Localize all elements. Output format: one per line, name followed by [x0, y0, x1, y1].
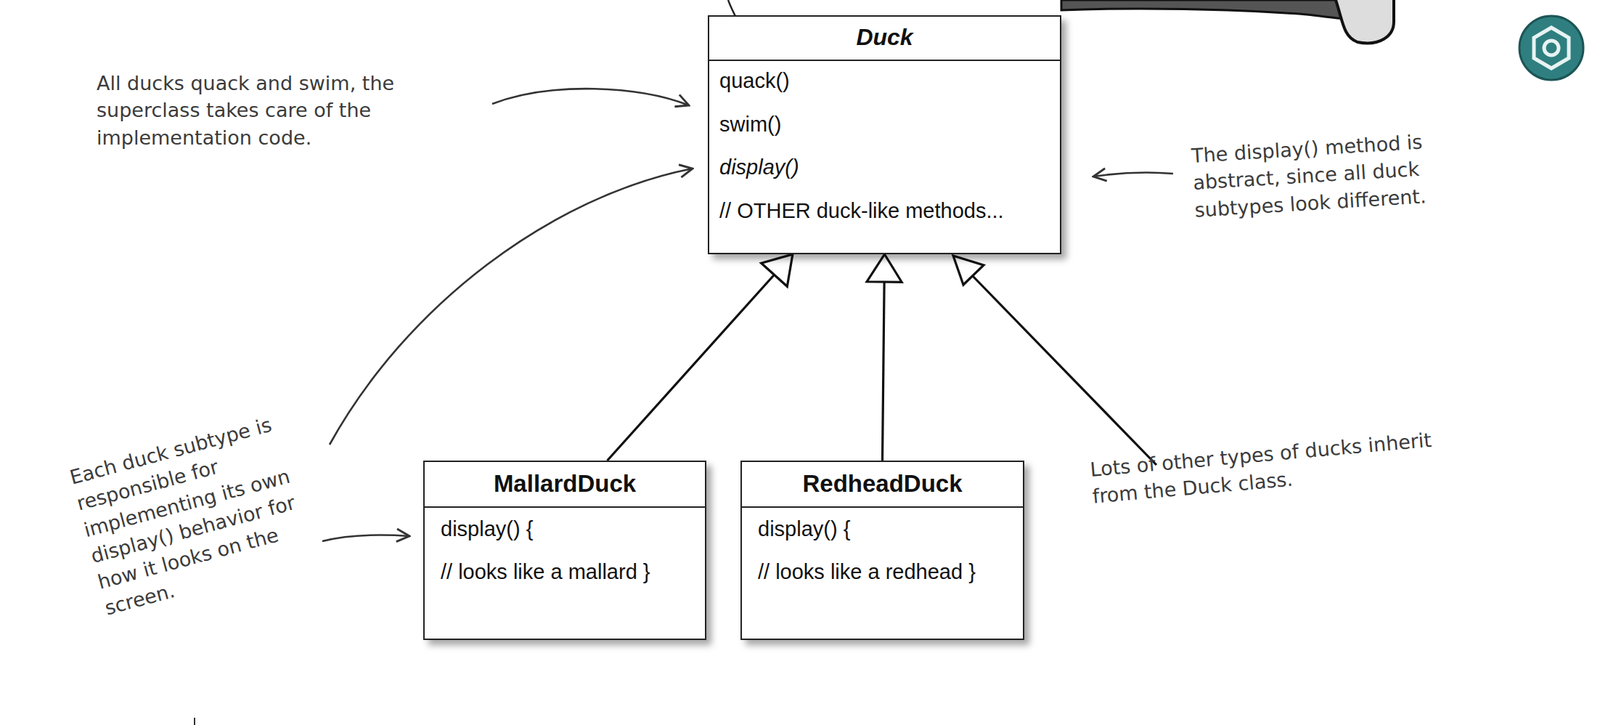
class-box: MallardDuckdisplay() {// looks like a ma… — [423, 460, 707, 640]
inheritance-arrow — [866, 254, 902, 461]
settings-icon — [1519, 15, 1584, 80]
method-text: quack() — [709, 59, 1060, 104]
leader-line — [492, 88, 689, 106]
leader-line — [322, 534, 410, 541]
class-name: Duck — [709, 16, 1060, 61]
sketch-shape — [1335, 0, 1394, 43]
annotation-note: Lots of other types of ducks inherit fro… — [1088, 423, 1456, 510]
method-text: // OTHER duck-like methods... — [709, 189, 1060, 234]
class-box: Duckquack()swim()display()// OTHER duck-… — [707, 15, 1062, 255]
sketch-shape — [1061, 0, 1365, 19]
inheritance-head — [866, 254, 902, 282]
inheritance-head — [953, 255, 984, 285]
inheritance-line — [607, 274, 775, 461]
cut-mark — [193, 717, 196, 725]
inheritance-arrow — [607, 254, 793, 461]
inheritance-line — [972, 275, 1157, 465]
method-text: display() { — [741, 507, 1023, 551]
annotation-note: Each duck subtype is responsible for imp… — [66, 402, 341, 622]
inheritance-line — [882, 281, 885, 461]
inheritance-head — [761, 254, 793, 287]
annotation-note: All ducks quack and swim, the superclass… — [96, 69, 460, 151]
class-box: RedheadDuckdisplay() {// looks like a re… — [740, 460, 1025, 640]
class-name: MallardDuck — [424, 461, 705, 508]
method-text: // looks like a mallard } — [424, 550, 705, 594]
method-text: display() — [709, 145, 1060, 190]
method-text: // looks like a redhead } — [741, 550, 1023, 594]
method-text: swim() — [709, 103, 1060, 147]
leader-line — [1093, 172, 1174, 177]
leader-line — [329, 168, 693, 445]
method-text: display() { — [424, 507, 705, 551]
class-name: RedheadDuck — [741, 461, 1023, 508]
annotation-note: The display() method is abstract, since … — [1190, 123, 1500, 223]
